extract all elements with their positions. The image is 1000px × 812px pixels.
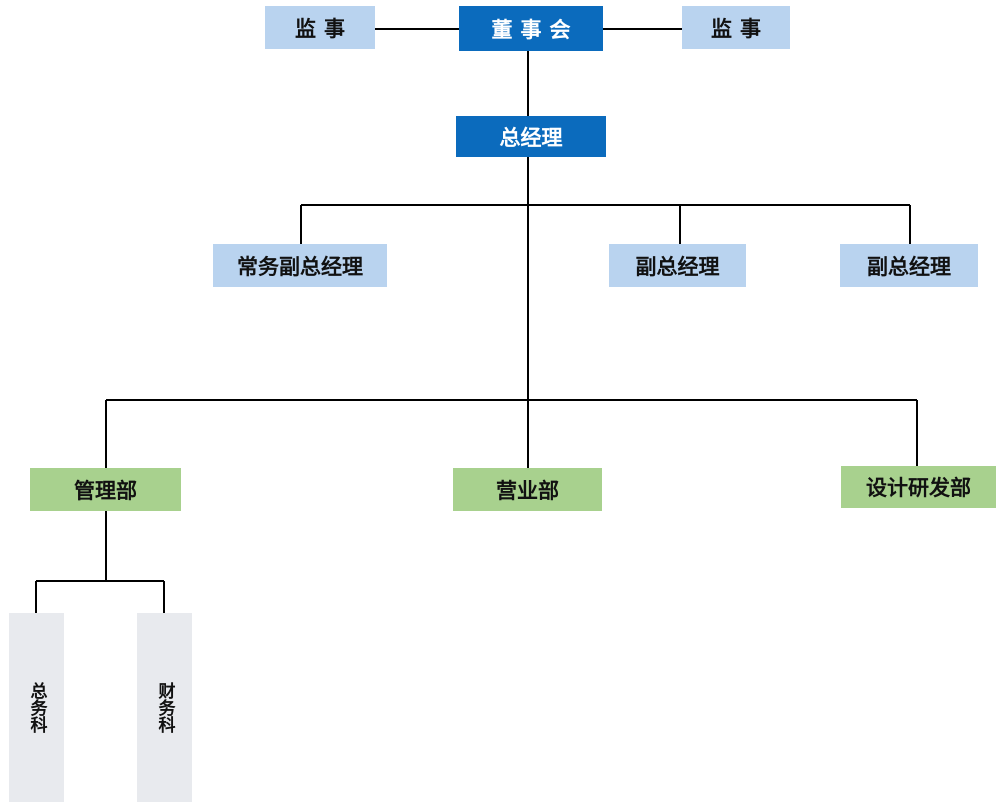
general-manager-label: 总经理 xyxy=(499,124,563,150)
dept-rnd-box: 设计研发部 xyxy=(841,466,996,508)
section-general-affairs-label: 总务科 xyxy=(26,682,47,733)
supervisor-left-box: 监事 xyxy=(265,6,375,49)
general-manager-box: 总经理 xyxy=(456,116,606,157)
vice-gm-2-label: 副总经理 xyxy=(867,253,951,279)
dept-management-label: 管理部 xyxy=(74,477,137,503)
section-finance-box: 财务科 xyxy=(137,613,192,802)
board-label: 董事会 xyxy=(491,16,579,42)
supervisor-left-label: 监事 xyxy=(295,15,353,41)
section-general-affairs-box: 总务科 xyxy=(9,613,64,802)
vice-gm-1-label: 副总经理 xyxy=(635,253,720,279)
vice-gm-1-box: 副总经理 xyxy=(609,244,746,287)
executive-vice-gm-box: 常务副总经理 xyxy=(213,244,387,287)
dept-sales-box: 营业部 xyxy=(453,468,602,511)
supervisor-right-label: 监事 xyxy=(711,15,769,41)
vice-gm-2-box: 副总经理 xyxy=(840,244,978,287)
dept-rnd-label: 设计研发部 xyxy=(866,475,971,500)
dept-sales-label: 营业部 xyxy=(496,477,559,503)
board-box: 董事会 xyxy=(459,6,603,51)
executive-vice-gm-label: 常务副总经理 xyxy=(237,253,363,279)
dept-management-box: 管理部 xyxy=(30,468,181,511)
supervisor-right-box: 监事 xyxy=(682,6,790,49)
section-finance-label: 财务科 xyxy=(154,682,175,733)
